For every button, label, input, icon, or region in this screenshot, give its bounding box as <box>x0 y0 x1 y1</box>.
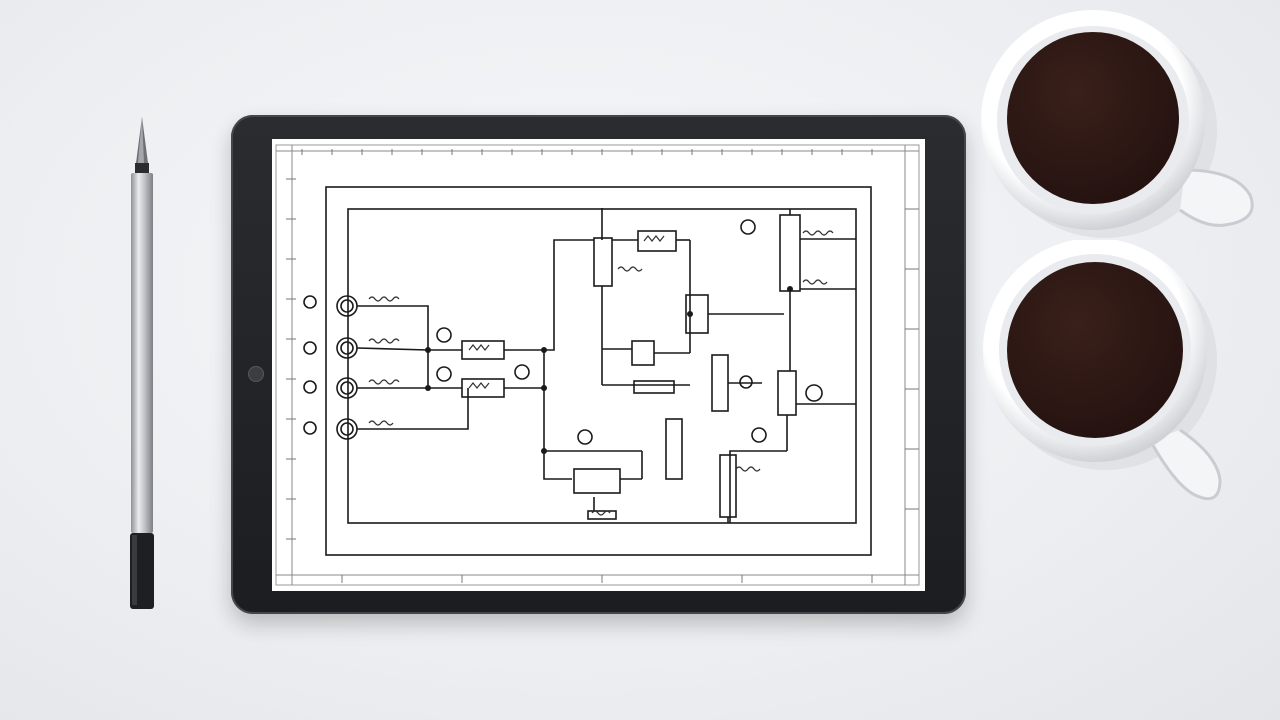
contactor <box>779 214 801 292</box>
junction-dots <box>425 286 793 454</box>
input-terminals <box>303 295 358 440</box>
label-marks <box>368 230 834 516</box>
circuit-schematic <box>275 144 920 586</box>
switch-block <box>593 237 613 287</box>
breaker <box>777 370 797 416</box>
coffee-mug <box>975 238 1265 530</box>
stylus-pen <box>128 115 156 610</box>
ruler-frame <box>275 144 920 586</box>
terminal-block <box>573 468 621 494</box>
coffee-mug <box>975 5 1265 240</box>
drawing-border <box>325 186 872 556</box>
tablet-screen <box>272 139 925 591</box>
relay-1 <box>461 340 505 360</box>
tablet <box>231 115 966 614</box>
home-button[interactable] <box>248 366 264 382</box>
ruler-ticks <box>286 149 919 583</box>
